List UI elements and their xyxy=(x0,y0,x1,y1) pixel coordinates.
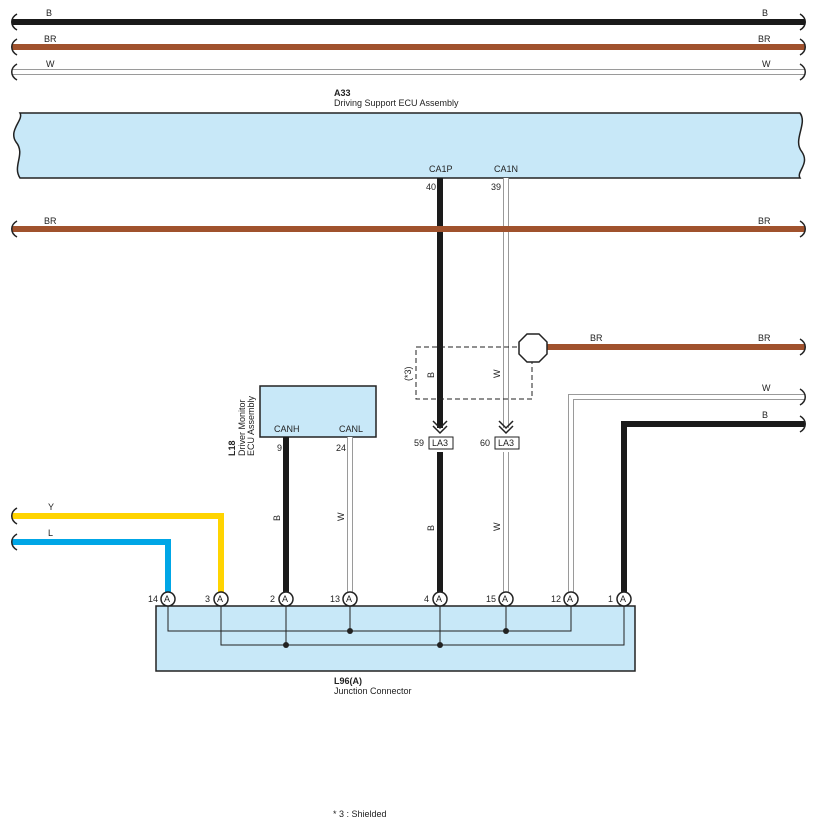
shield-block: (*3) B W BR BR xyxy=(403,333,806,400)
wire-label-b-left: B xyxy=(46,8,52,18)
left-wire-y: Y xyxy=(11,502,224,592)
shield-br-label-left: BR xyxy=(590,333,603,343)
right-wire-label-w: W xyxy=(762,383,771,393)
ground-octagon-icon xyxy=(518,333,548,363)
a33-name: Driving Support ECU Assembly xyxy=(334,98,459,108)
terminal-letter: A xyxy=(217,594,223,604)
terminal-pin: 15 xyxy=(486,594,496,604)
terminal-pin: 4 xyxy=(424,594,429,604)
a33-ca1p-pin: 40 xyxy=(426,182,436,192)
a33-code: A33 xyxy=(334,88,351,98)
terminal-letter: A xyxy=(164,594,170,604)
wire-label-w-left: W xyxy=(46,59,55,69)
l18-canl-pin: 24 xyxy=(336,443,346,453)
a33-body xyxy=(13,112,806,179)
l18-wire-label-b: B xyxy=(272,515,282,521)
terminal-letter: A xyxy=(502,594,508,604)
terminal-letter: A xyxy=(567,594,573,604)
shield-note-mark: (*3) xyxy=(403,366,413,381)
right-wire-label-b: B xyxy=(762,410,768,420)
la3-label-w: LA3 xyxy=(498,438,514,448)
l18-canh-pin: 9 xyxy=(277,443,282,453)
a33-ca1n-label: CA1N xyxy=(494,164,518,174)
la3-connector-b: LA3 59 xyxy=(414,420,454,450)
shield-br-label-right: BR xyxy=(758,333,771,343)
junction-dot xyxy=(503,628,509,634)
l96-code: L96(A) xyxy=(334,676,362,686)
la3-label-b: LA3 xyxy=(432,438,448,448)
terminal-pin: 12 xyxy=(551,594,561,604)
la3-connector-w: LA3 60 xyxy=(480,420,520,450)
l96-terminal-12: A 12 xyxy=(551,591,579,607)
wire-label-w-right: W xyxy=(762,59,771,69)
l96-terminal-4: A 4 xyxy=(424,591,448,607)
l96-junction-connector: A 14 A 3 A 2 A 13 A 4 A 15 xyxy=(148,591,636,696)
la3-pin-w: 60 xyxy=(480,438,490,448)
terminal-pin: 3 xyxy=(205,594,210,604)
junction-dot xyxy=(283,642,289,648)
footnote: * 3 : Shielded xyxy=(333,809,387,819)
l18-ecu: L18 Driver Monitor ECU Assembly CANH CAN… xyxy=(227,385,377,592)
l18-body xyxy=(259,385,377,438)
l18-code: L18 xyxy=(227,440,237,456)
l96-terminal-15: A 15 xyxy=(486,591,514,607)
l18-canh-label: CANH xyxy=(274,424,300,434)
connector-chevron-icon xyxy=(432,420,448,435)
wire-label-br-right: BR xyxy=(758,34,771,44)
l96-name: Junction Connector xyxy=(334,686,412,696)
shield-label-w: W xyxy=(492,369,502,378)
a33-ca1n-pin: 39 xyxy=(491,182,501,192)
top-wire-w: W W xyxy=(11,59,806,81)
l18-name-line2: ECU Assembly xyxy=(246,395,256,456)
la3-pin-b: 59 xyxy=(414,438,424,448)
wire-label-b-right: B xyxy=(762,8,768,18)
terminal-pin: 1 xyxy=(608,594,613,604)
terminal-pin: 2 xyxy=(270,594,275,604)
l96-terminal-1: A 1 xyxy=(608,591,632,607)
wire-label-br-left: BR xyxy=(44,34,57,44)
top-wire-b: B B xyxy=(11,8,806,31)
terminal-letter: A xyxy=(346,594,352,604)
right-wire-b: B xyxy=(621,410,806,592)
shield-label-b: B xyxy=(426,372,436,378)
la3-wire-label-b: B xyxy=(426,525,436,531)
l96-terminal-2: A 2 xyxy=(270,591,294,607)
la3-wire-label-w: W xyxy=(492,522,502,531)
right-wire-w: W xyxy=(568,383,806,592)
l96-terminal-3: A 3 xyxy=(205,591,229,607)
shield-outline xyxy=(415,346,533,400)
terminal-pin: 14 xyxy=(148,594,158,604)
terminal-letter: A xyxy=(620,594,626,604)
junction-dot xyxy=(437,642,443,648)
terminal-letter: A xyxy=(436,594,442,604)
l96-terminal-14: A 14 xyxy=(148,591,176,607)
terminal-pin: 13 xyxy=(330,594,340,604)
l18-canl-label: CANL xyxy=(339,424,363,434)
terminal-letter: A xyxy=(282,594,288,604)
a33-ca1p-label: CA1P xyxy=(429,164,453,174)
l18-wire-label-w: W xyxy=(336,512,346,521)
a33-ecu: A33 Driving Support ECU Assembly CA1P CA… xyxy=(13,88,806,192)
l96-body xyxy=(155,605,636,672)
mid-wire-br: BR BR xyxy=(11,216,806,238)
l18-name-line1: Driver Monitor xyxy=(237,399,247,456)
left-wire-label-l: L xyxy=(48,528,53,538)
wire-label-br-mid-left: BR xyxy=(44,216,57,226)
wire-label-br-mid-right: BR xyxy=(758,216,771,226)
top-wire-br: BR BR xyxy=(11,34,806,56)
connector-chevron-icon xyxy=(498,420,514,435)
l96-terminal-13: A 13 xyxy=(330,591,358,607)
left-wire-l: L xyxy=(11,528,171,592)
left-wire-label-y: Y xyxy=(48,502,54,512)
junction-dot xyxy=(347,628,353,634)
